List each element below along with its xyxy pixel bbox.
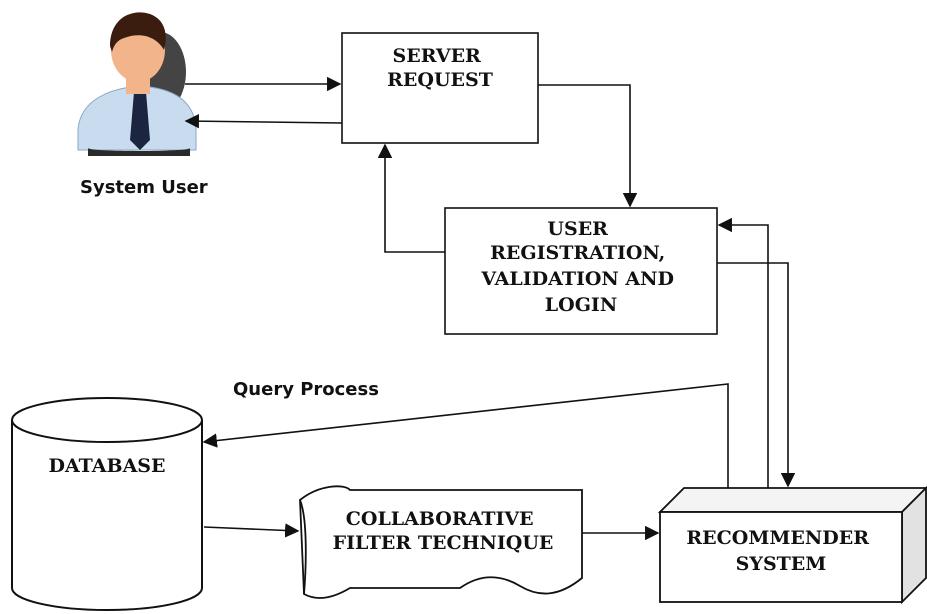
user-registration-node: USER REGISTRATION, VALIDATION AND LOGIN — [444, 207, 718, 335]
system-user-label: System User — [80, 177, 208, 198]
arrow-database-to-filter — [203, 523, 300, 538]
query-process-label: Query Process — [233, 379, 379, 400]
collaborative-filter-node: COLLABORATIVE FILTER TECHNIQUE — [299, 485, 583, 599]
arrow-registration-to-recommender — [717, 262, 796, 488]
database-node: DATABASE — [11, 397, 203, 611]
arrow-registration-to-server — [377, 143, 445, 253]
arrow-server-to-registration — [538, 84, 638, 208]
user-icon — [77, 12, 197, 156]
collaborative-filter-label: COLLABORATIVE FILTER TECHNIQUE — [333, 508, 554, 554]
server-request-label: SERVER REQUEST — [387, 45, 493, 91]
user-registration-label: USER REGISTRATION, VALIDATION AND LOGIN — [480, 218, 680, 316]
database-label: DATABASE — [48, 455, 165, 477]
recommender-system-label: RECOMMENDER SYSTEM — [686, 527, 875, 575]
arrow-query-process — [202, 383, 729, 488]
recommender-system-node: RECOMMENDER SYSTEM — [657, 485, 927, 605]
arrow-recommender-to-registration — [717, 217, 769, 488]
arrow-server-to-user — [184, 113, 343, 129]
server-request-node: SERVER REQUEST — [341, 32, 539, 144]
